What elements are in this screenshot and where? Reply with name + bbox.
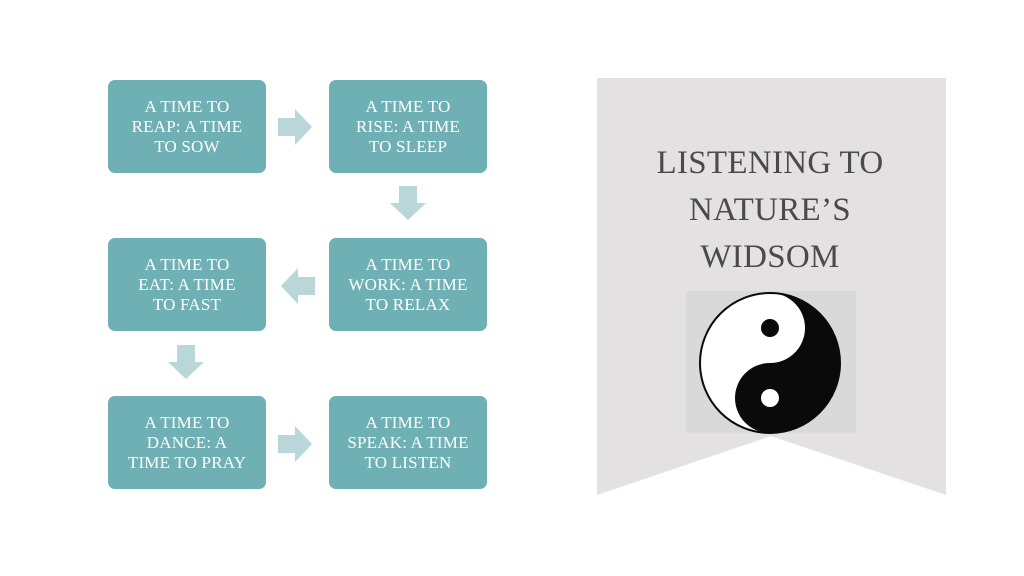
step-line: DANCE: A xyxy=(146,432,228,452)
step-box-reap-sow: A TIME TO REAP: A TIME TO SOW xyxy=(108,80,266,173)
arrow-down-icon xyxy=(168,345,204,379)
step-line: RISE: A TIME xyxy=(355,116,461,136)
step-line: WORK: A TIME xyxy=(348,274,468,294)
arrow-down-icon xyxy=(390,186,426,220)
step-line: SPEAK: A TIME xyxy=(347,432,469,452)
step-box-dance-pray: A TIME TO DANCE: A TIME TO PRAY xyxy=(108,396,266,489)
step-line: TO SLEEP xyxy=(368,136,448,156)
banner-title-line: LISTENING TO xyxy=(656,145,884,181)
step-line: TO SOW xyxy=(154,136,220,156)
step-line: A TIME TO xyxy=(144,254,230,274)
arrow-left-icon xyxy=(281,268,315,304)
step-line: A TIME TO xyxy=(365,412,451,432)
step-line: A TIME TO xyxy=(365,254,451,274)
step-line: TIME TO PRAY xyxy=(127,452,247,472)
step-line: TO FAST xyxy=(152,294,222,314)
step-line: TO RELAX xyxy=(365,294,451,314)
step-line: A TIME TO xyxy=(144,412,230,432)
step-line: EAT: A TIME xyxy=(138,274,236,294)
step-box-work-relax: A TIME TO WORK: A TIME TO RELAX xyxy=(329,238,487,331)
arrow-right-icon xyxy=(278,426,312,462)
step-box-eat-fast: A TIME TO EAT: A TIME TO FAST xyxy=(108,238,266,331)
banner-title-line: WIDSOM xyxy=(700,239,840,275)
arrow-right-icon xyxy=(278,109,312,145)
step-box-rise-sleep: A TIME TO RISE: A TIME TO SLEEP xyxy=(329,80,487,173)
step-box-speak-listen: A TIME TO SPEAK: A TIME TO LISTEN xyxy=(329,396,487,489)
banner-shape xyxy=(597,78,946,501)
banner-title-line: NATURE’S xyxy=(689,192,851,228)
step-line: A TIME TO xyxy=(144,96,230,116)
yin-yang-icon xyxy=(698,291,843,441)
step-line: REAP: A TIME xyxy=(131,116,243,136)
step-line: A TIME TO xyxy=(365,96,451,116)
step-line: TO LISTEN xyxy=(364,452,452,472)
banner-title: LISTENING TO NATURE’S WIDSOM xyxy=(620,140,920,281)
